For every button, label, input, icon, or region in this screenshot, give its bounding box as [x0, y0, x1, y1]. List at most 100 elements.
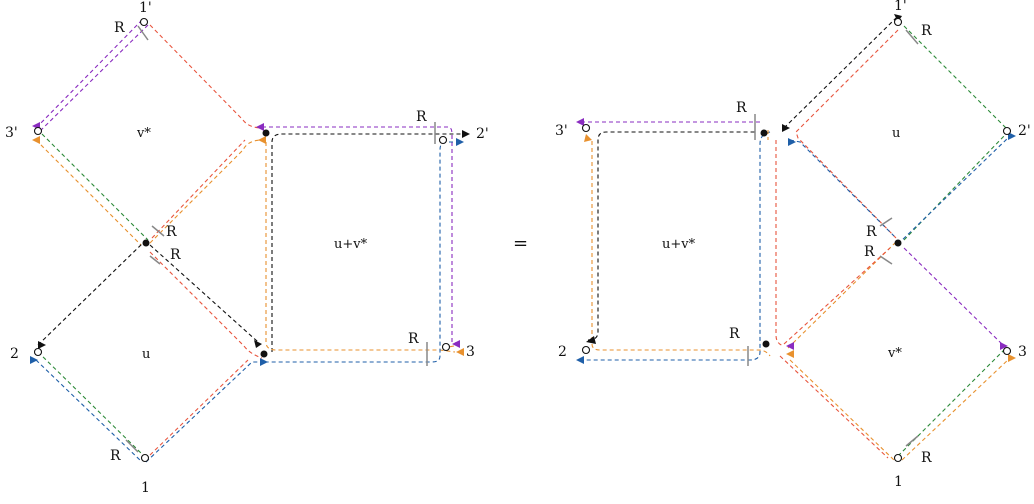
right-port-1-label: 1 — [894, 474, 903, 490]
right-r-label-bottom: R — [921, 450, 932, 466]
right-r-label-mid-up: R — [866, 224, 877, 240]
left-r-label-mid-down: R — [170, 247, 181, 263]
left-port-3p-label: 3' — [5, 125, 18, 141]
left-upper-red-inner — [151, 139, 246, 239]
left-port-2-label: 2 — [10, 346, 19, 362]
left-arrow-purple-sq — [256, 123, 264, 131]
left-vertex-square-top — [262, 129, 270, 137]
right-arrow-orange-v — [786, 350, 794, 358]
left-lower-red-inner — [149, 251, 263, 359]
right-vertex-3 — [1002, 346, 1012, 356]
left-arrow-black-2p — [462, 130, 470, 138]
right-vertex-square-top — [760, 129, 768, 137]
left-upper-orange-inner — [149, 139, 263, 244]
right-square-red-right — [775, 140, 785, 347]
right-vertex-1 — [893, 453, 903, 463]
left-r-label-bottom: R — [110, 448, 121, 464]
right-r-tick-bottom — [905, 435, 919, 447]
left-upper-orange-line — [35, 139, 142, 246]
left-square-blue-right — [262, 141, 460, 363]
right-arrow-purple-3p — [576, 118, 584, 126]
right-arrow-blue-u — [788, 138, 796, 146]
right-vertex-2 — [581, 345, 591, 355]
right-diagram: 3' 2 1' 2' 3 1 R R R R R R u+v* u v* — [555, 0, 1031, 490]
left-r-tick-mid-down — [149, 255, 161, 265]
right-lower-orange-line — [787, 241, 897, 349]
left-vertex-center — [142, 239, 150, 247]
left-diagram: 1' 3' 2 1 2' 3 R R R R R R v* u u+v* — [5, 0, 489, 496]
left-r-label-mid-up: R — [166, 224, 177, 240]
left-r-label-3: R — [408, 331, 419, 347]
left-face-v: v* — [136, 126, 151, 141]
left-port-3-label: 3 — [466, 344, 475, 360]
right-arrow-orange-3 — [1008, 354, 1016, 362]
right-face-u: u — [892, 126, 900, 141]
left-upper-purple-line — [37, 24, 149, 134]
left-arrow-orange-3p — [32, 136, 40, 144]
right-upper-black-line — [783, 17, 897, 129]
left-arrow-blue-2 — [30, 356, 38, 364]
right-lower-orange-right — [901, 357, 1011, 461]
right-upper-red-line — [795, 29, 899, 239]
left-arrow-orange-sq — [258, 136, 266, 144]
left-arrow-black-2 — [38, 341, 46, 349]
equals-sign: = — [513, 233, 528, 254]
left-vertex-square-bottom — [260, 350, 268, 358]
right-port-3-label: 3 — [1018, 344, 1027, 360]
right-lower-orange-lower — [789, 359, 895, 461]
right-port-2p-label: 2' — [1018, 123, 1031, 139]
right-vertex-center — [894, 239, 902, 247]
left-upper-red-line — [149, 24, 261, 129]
left-face-u: u — [142, 347, 150, 362]
right-arrow-purple-3 — [1000, 342, 1008, 350]
right-r-tick-mid-down — [879, 255, 893, 265]
left-vertex-2 — [33, 347, 43, 357]
right-lower-purple-line — [903, 247, 1005, 347]
left-vertex-3 — [441, 342, 451, 352]
right-port-1p-label: 1' — [894, 0, 907, 14]
right-r-label-mid-down: R — [864, 244, 875, 260]
left-lower-blue-bottom — [145, 361, 262, 463]
right-r-label-3p: R — [736, 100, 747, 116]
right-upper-green-line — [903, 25, 1007, 129]
right-r-label-top: R — [921, 23, 932, 39]
right-arrow-orange-3p — [584, 134, 592, 142]
right-vertex-3p — [581, 123, 591, 133]
left-arrow-blue-2p — [456, 138, 464, 146]
right-face-square: u+v* — [662, 237, 696, 252]
right-arrow-black-u — [782, 124, 790, 132]
left-vertex-2p — [438, 135, 448, 145]
left-square-purple-top — [262, 126, 461, 345]
right-face-v: v* — [887, 346, 902, 361]
right-lower-red-line — [783, 247, 891, 345]
left-arrow-black-sq — [254, 340, 262, 348]
left-r-tick-top — [137, 25, 149, 41]
left-upper-green-line — [41, 133, 149, 241]
left-lower-black-inner — [149, 244, 259, 343]
right-port-3p-label: 3' — [555, 123, 568, 139]
right-vertex-2p — [1002, 126, 1012, 136]
right-square-orange-left — [586, 139, 771, 357]
right-arrow-blue-2 — [576, 356, 584, 364]
right-vertex-1p — [893, 17, 903, 27]
right-arrow-black-2 — [586, 336, 596, 344]
left-lower-diamond — [35, 241, 263, 463]
right-arrow-blue-2p — [1008, 132, 1016, 140]
left-arrow-purple-3 — [452, 340, 460, 348]
left-vertex-1 — [140, 453, 150, 463]
left-lower-black-line — [37, 241, 145, 346]
right-lower-red-lower — [779, 355, 889, 459]
left-lower-red-bottom — [149, 359, 249, 456]
right-r-tick-top — [905, 29, 919, 45]
right-square — [582, 121, 785, 361]
left-lower-green-line — [37, 351, 145, 457]
left-arrow-blue-sq — [260, 358, 268, 366]
left-vertex-1p — [139, 17, 149, 27]
left-square-black-top — [271, 133, 464, 352]
right-r-tick-mid-up — [879, 217, 893, 227]
left-r-tick-bottom — [125, 439, 139, 453]
right-upper-blue-line — [789, 139, 895, 237]
left-lower-blue-line — [35, 359, 143, 463]
left-port-1-label: 1 — [141, 480, 150, 496]
